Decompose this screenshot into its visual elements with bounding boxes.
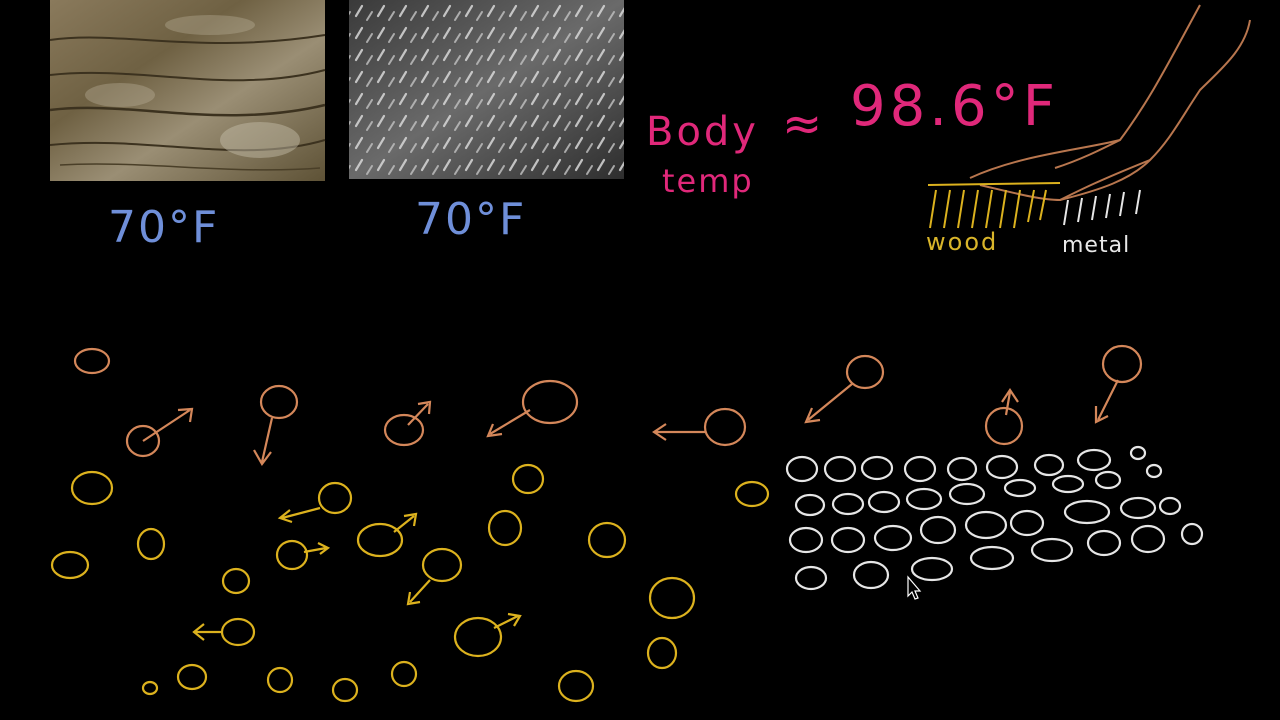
lattice-atom	[1003, 478, 1037, 498]
molecule	[587, 521, 627, 559]
molecule	[453, 616, 503, 658]
molecule	[390, 660, 418, 688]
lattice-atom	[867, 490, 901, 514]
velocity-arrow	[1001, 388, 1019, 416]
velocity-arrow	[406, 579, 431, 606]
molecule	[70, 470, 114, 506]
molecule	[221, 567, 251, 595]
velocity-arrow	[142, 407, 194, 442]
molecule	[703, 407, 747, 447]
body-word-label: Body	[646, 109, 759, 155]
lattice-atom	[852, 560, 890, 590]
molecule	[73, 347, 111, 375]
molecule	[317, 481, 353, 515]
molecule	[176, 663, 208, 691]
molecule	[511, 463, 545, 495]
lattice-atom	[1180, 522, 1204, 546]
lattice-atom	[985, 454, 1019, 480]
molecule	[125, 424, 161, 458]
lattice-atom	[969, 545, 1015, 571]
lattice-atom	[794, 565, 828, 591]
wood-surface-hatch	[927, 182, 1061, 229]
molecule	[50, 550, 90, 580]
molecule	[845, 354, 885, 390]
velocity-arrow	[277, 506, 321, 524]
metal-word-label: metal	[1062, 233, 1130, 258]
lattice-atom	[830, 526, 866, 554]
lattice-atom	[1130, 524, 1166, 554]
velocity-arrow	[192, 623, 222, 641]
lattice-atom	[1158, 496, 1182, 516]
molecule	[331, 677, 359, 703]
air-molecules-fast	[73, 344, 1143, 466]
velocity-arrow	[393, 512, 418, 533]
wood-word-label: wood	[926, 228, 998, 256]
lattice-atom	[1086, 529, 1122, 557]
lattice-atom	[831, 492, 865, 516]
body-temperature-value: 98.6°F	[850, 74, 1059, 139]
lattice-atom	[903, 455, 937, 483]
velocity-arrow	[493, 612, 522, 629]
lattice-atom	[1129, 445, 1147, 461]
molecule	[521, 379, 579, 425]
lattice-atom	[1076, 448, 1112, 472]
molecule	[356, 522, 404, 558]
metal-surface-hatch	[1063, 189, 1141, 226]
molecule	[734, 480, 770, 508]
velocity-arrow	[407, 400, 432, 426]
lattice-atom	[1063, 499, 1111, 525]
temp-word-label: temp	[662, 162, 754, 200]
hand-sketch	[969, 4, 1251, 202]
wood-temperature-label: 70°F	[108, 202, 219, 253]
molecule	[136, 527, 166, 561]
velocity-arrow	[253, 417, 274, 466]
molecule	[984, 406, 1024, 446]
molecule	[259, 384, 299, 420]
molecule	[141, 680, 159, 696]
lattice-atom	[1051, 474, 1085, 494]
lattice-atom	[873, 524, 913, 552]
lattice-atom	[1009, 509, 1045, 537]
molecule	[487, 509, 523, 547]
velocity-arrow	[804, 383, 853, 424]
lattice-atom	[785, 455, 819, 483]
lattice-atom	[946, 456, 978, 482]
molecule	[646, 636, 678, 670]
lattice-atom	[1094, 470, 1122, 490]
lattice-atom	[948, 482, 986, 506]
lattice-atom	[1119, 496, 1157, 520]
lattice-atom	[788, 526, 824, 554]
lattice-atom	[905, 487, 943, 511]
molecule	[275, 539, 309, 571]
lattice-atom	[910, 556, 954, 582]
velocity-arrow	[303, 542, 331, 555]
mouse-cursor-icon	[907, 575, 922, 600]
molecule	[266, 666, 294, 694]
lattice-atom	[964, 510, 1008, 540]
molecule	[1101, 344, 1143, 384]
molecule	[557, 669, 595, 703]
velocity-arrow	[1094, 379, 1119, 424]
lattice-atom	[860, 455, 894, 481]
lattice-atom	[919, 515, 957, 545]
metal-texture-image	[349, 0, 624, 179]
lattice-atom	[823, 455, 857, 483]
air-molecules-slow	[50, 463, 770, 703]
metal-lattice	[785, 445, 1204, 591]
lattice-atom	[1030, 537, 1074, 563]
lattice-atom	[1033, 453, 1065, 477]
lattice-atom	[794, 493, 826, 517]
velocity-arrow	[486, 409, 531, 438]
metal-temperature-label: 70°F	[415, 194, 526, 245]
velocity-arrow	[652, 423, 705, 441]
molecule	[648, 576, 696, 620]
approx-symbol: ≈	[782, 96, 822, 152]
molecule	[220, 617, 256, 647]
wood-texture-image	[49, 0, 326, 181]
lattice-atom	[1145, 463, 1163, 479]
molecule	[421, 547, 463, 583]
molecule	[383, 413, 425, 447]
